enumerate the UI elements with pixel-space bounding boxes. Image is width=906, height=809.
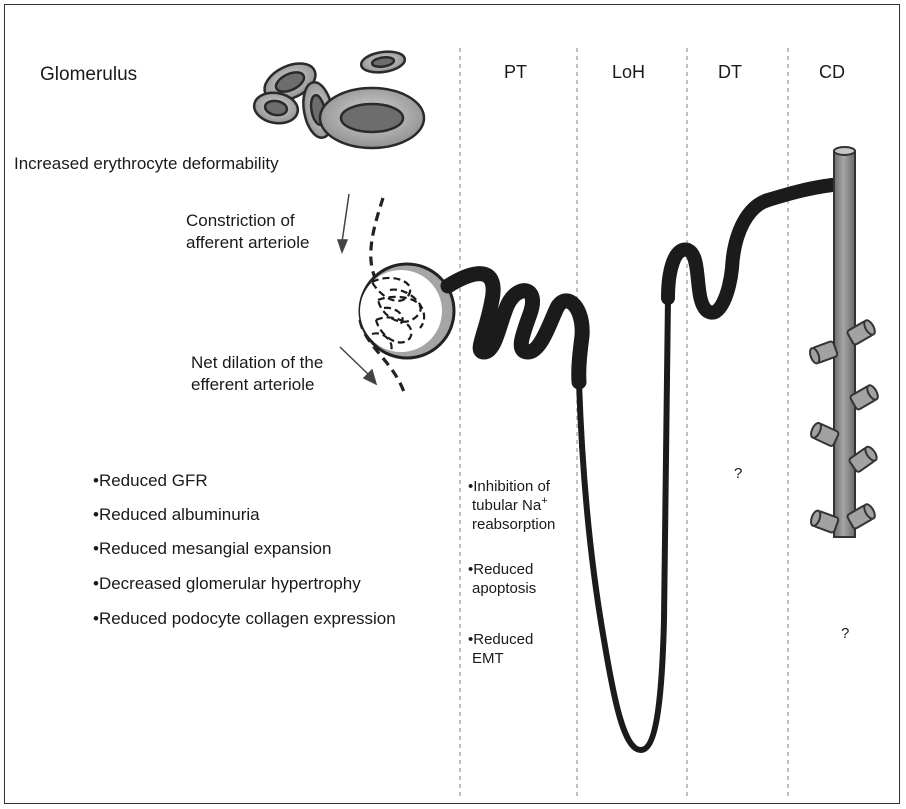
segment-dividers <box>460 48 788 796</box>
pt-effect-apoptosis-line2: apoptosis <box>472 579 536 598</box>
afferent-arteriole <box>371 198 383 282</box>
pt-effect-emt-line2: EMT <box>472 649 504 668</box>
afferent-annotation-line1: Constriction of <box>186 210 295 232</box>
erythrocyte-cluster <box>252 49 424 148</box>
efferent-annotation-line1: Net dilation of the <box>191 352 323 374</box>
glomerular-effect-item: •Reduced podocyte collagen expression <box>93 608 396 630</box>
glomerular-effect-item: •Reduced albuminuria <box>93 504 260 526</box>
segment-label-loh: LoH <box>612 62 645 83</box>
cd-effect-unknown: ? <box>841 624 849 643</box>
pt-effect-na-line1: •Inhibition of <box>468 477 550 496</box>
erythrocyte-annotation: Increased erythrocyte deformability <box>14 153 279 175</box>
proximal-tubule <box>448 274 582 382</box>
dt-effect-unknown: ? <box>734 464 742 483</box>
glomerular-effect-item: •Reduced GFR <box>93 470 208 492</box>
afferent-arrow <box>338 194 349 252</box>
pt-effect-na-line3: reabsorption <box>472 515 555 534</box>
efferent-annotation-line2: efferent arteriole <box>191 374 314 396</box>
segment-label-pt: PT <box>504 62 527 83</box>
loop-of-henle <box>579 298 668 750</box>
distal-tubule <box>668 185 832 313</box>
pt-effect-apoptosis-line1: •Reduced <box>468 560 533 579</box>
glomerulus-title: Glomerulus <box>40 64 137 86</box>
bowmans-capsule <box>360 264 454 358</box>
segment-label-cd: CD <box>819 62 845 83</box>
pt-effect-emt-line1: •Reduced <box>468 630 533 649</box>
sodium-superscript: + <box>541 495 547 507</box>
segment-label-dt: DT <box>718 62 742 83</box>
afferent-annotation-line2: afferent arteriole <box>186 232 309 254</box>
erythrocyte-icon <box>360 49 406 75</box>
glomerular-effect-item: •Reduced mesangial expansion <box>93 538 331 560</box>
efferent-arrow <box>340 347 376 384</box>
glomerular-effect-item: •Decreased glomerular hypertrophy <box>93 573 361 595</box>
pt-effect-na-line2: tubular Na+ <box>472 496 548 515</box>
erythrocyte-icon <box>320 88 424 148</box>
